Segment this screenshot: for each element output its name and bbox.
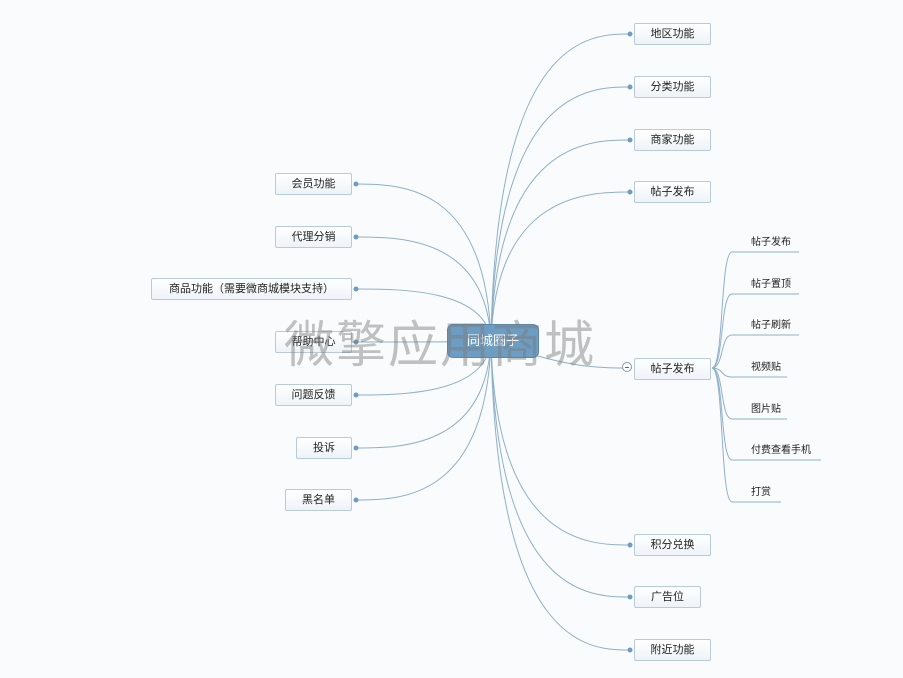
leaf-image[interactable]: 图片贴 (751, 404, 781, 415)
connector-dot-left-2 (353, 286, 359, 292)
connector-dot-left-4 (353, 392, 359, 398)
node-member[interactable]: 会员功能 (275, 173, 352, 195)
sub-connector-6 (711, 367, 733, 503)
connector-dot-left-5 (353, 445, 359, 451)
sub-connector-1 (711, 293, 733, 369)
node-merchant[interactable]: 商家功能 (634, 129, 711, 151)
node-points-exchange[interactable]: 积分兑换 (634, 534, 711, 556)
sub-connector-2 (711, 334, 733, 369)
node-agent[interactable]: 代理分销 (275, 226, 352, 248)
sub-connector-0 (711, 251, 733, 369)
node-goods[interactable]: 商品功能（需要微商城模块支持） (151, 278, 352, 300)
connector-left-1 (355, 236, 492, 342)
connector-dot-right-2 (627, 137, 633, 143)
connector-right-3 (490, 191, 631, 342)
leaf-refresh[interactable]: 帖子刷新 (751, 320, 791, 331)
connector-dot-right-3 (627, 189, 633, 195)
connector-dot-right-0 (627, 31, 633, 37)
connector-right-1 (490, 86, 631, 342)
node-help[interactable]: 帮助中心 (275, 331, 352, 353)
leaf-video[interactable]: 视频贴 (751, 362, 781, 373)
connector-dot-right-5 (627, 594, 633, 600)
connector-left-5 (355, 340, 492, 449)
node-post-publish-expanded[interactable]: 帖子发布 (634, 358, 711, 380)
central-topic[interactable]: 同城圈子 (447, 324, 539, 358)
connector-dot-left-3 (353, 339, 359, 345)
connector-dot-right-4 (627, 542, 633, 548)
connector-left-6 (355, 340, 492, 501)
node-ad-slot[interactable]: 广告位 (634, 586, 701, 608)
node-blacklist[interactable]: 黑名单 (285, 489, 352, 511)
connector-dot-left-0 (353, 181, 359, 187)
connector-right-6 (490, 340, 631, 651)
connector-left-0 (355, 183, 492, 342)
connector-right-2 (490, 139, 631, 342)
node-post-publish-top[interactable]: 帖子发布 (634, 181, 711, 203)
leaf-pin[interactable]: 帖子置顶 (751, 279, 791, 290)
leaf-paid-phone[interactable]: 付费查看手机 (751, 445, 811, 456)
connector-dot-right-6 (627, 647, 633, 653)
node-region[interactable]: 地区功能 (634, 23, 711, 45)
connector-dot-right-1 (627, 84, 633, 90)
node-category[interactable]: 分类功能 (634, 76, 711, 98)
connector-dot-left-6 (353, 497, 359, 503)
node-nearby[interactable]: 附近功能 (634, 639, 711, 661)
node-complaint[interactable]: 投诉 (296, 437, 352, 459)
connector-right-0 (490, 33, 631, 342)
node-feedback[interactable]: 问题反馈 (275, 384, 352, 406)
collapse-toggle-icon[interactable] (622, 362, 632, 372)
connector-right-4 (490, 340, 631, 546)
sub-connector-3 (711, 367, 733, 378)
leaf-tip[interactable]: 打赏 (751, 487, 771, 498)
sub-connector-5 (711, 367, 733, 461)
leaf-post[interactable]: 帖子发布 (751, 237, 791, 248)
connector-dot-left-1 (353, 234, 359, 240)
connector-right-5 (490, 340, 631, 598)
